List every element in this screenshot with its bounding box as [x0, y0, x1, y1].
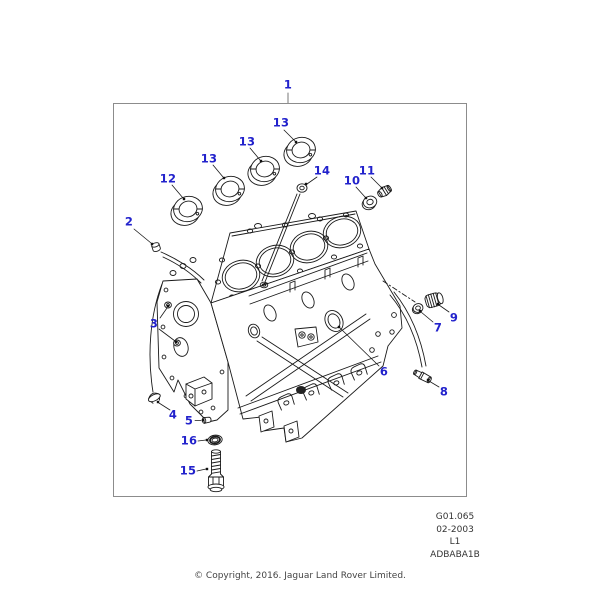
- crank-seal-bore: [173, 301, 199, 327]
- part-callout-9[interactable]: 9: [449, 310, 459, 325]
- part-callout-8[interactable]: 8: [439, 384, 449, 399]
- oil-plug-icon-11: [377, 184, 392, 198]
- dipstick-tube-line-2: [389, 294, 423, 368]
- part-callout-7[interactable]: 7: [433, 320, 443, 335]
- locator-dash-line: [382, 280, 416, 303]
- part-callout-15[interactable]: 15: [179, 463, 197, 478]
- small-plug-icon-5: [201, 416, 212, 424]
- doc-sheet: L1: [449, 537, 461, 547]
- oilway-drilling-line: [259, 193, 301, 289]
- part-callout-12[interactable]: 12: [159, 171, 177, 186]
- part-callout-14[interactable]: 14: [313, 163, 331, 178]
- engine-block-drawing: [149, 193, 427, 443]
- part-callout-16[interactable]: 16: [180, 433, 198, 448]
- part-callout-4[interactable]: 4: [168, 407, 178, 422]
- part-callout-13c[interactable]: 13: [272, 115, 290, 130]
- dipstick-tube-line: [393, 291, 427, 367]
- plug-guide-arc-left: [149, 283, 163, 393]
- copyright-notice: © Copyright, 2016. Jaguar Land Rover Lim…: [194, 571, 406, 581]
- diagram-border: [113, 103, 467, 497]
- grommet-icon-14: [296, 183, 308, 193]
- part-callout-10[interactable]: 10: [343, 173, 361, 188]
- part-callout-3[interactable]: 3: [149, 316, 159, 331]
- callout-leader-lines: [133, 92, 450, 472]
- doc-code: G01.065: [435, 512, 475, 522]
- doc-info-block: G01.065 02-2003 L1 ADBABA1B: [415, 511, 495, 561]
- doc-date: 02-2003: [436, 524, 474, 535]
- part-callout-13b[interactable]: 13: [238, 134, 256, 149]
- drawing-code: ADBABA1B: [430, 549, 480, 560]
- part-callout-2[interactable]: 2: [124, 214, 134, 229]
- part-callout-13a[interactable]: 13: [200, 151, 218, 166]
- part-callout-6[interactable]: 6: [379, 364, 389, 379]
- sealing-washer-icon-10: [361, 195, 378, 211]
- pan-rail-pockets: [277, 363, 368, 411]
- part-callout-1[interactable]: 1: [283, 77, 293, 92]
- cup-plug-icon-4: [147, 392, 161, 404]
- part-callout-5[interactable]: 5: [184, 413, 194, 428]
- part-callout-11[interactable]: 11: [358, 163, 376, 178]
- cam-bearing-bore: [324, 310, 344, 332]
- drain-bolt-icon-15: [207, 449, 225, 493]
- cup-plug-icon-2: [151, 242, 161, 252]
